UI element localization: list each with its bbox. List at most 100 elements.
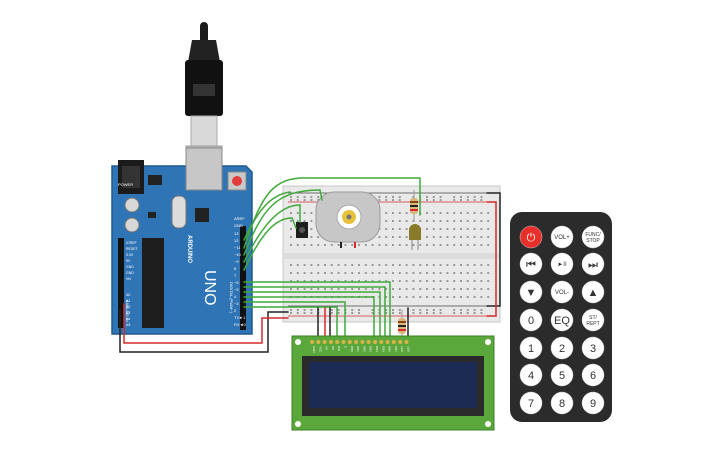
- remote-button-one[interactable]: 1: [519, 336, 543, 360]
- lcd-pin[interactable]: [404, 340, 409, 344]
- lcd-pin[interactable]: [347, 340, 352, 344]
- reset-button[interactable]: [232, 176, 242, 186]
- lcd-pin[interactable]: [391, 340, 396, 344]
- rail-hole: [419, 309, 422, 311]
- remote-button-seven[interactable]: 7: [519, 391, 543, 415]
- rail-hole: [310, 199, 313, 201]
- lcd-pin[interactable]: [398, 340, 403, 344]
- breadboard-hole: [405, 296, 408, 298]
- breadboard-hole: [473, 212, 476, 214]
- breadboard-hole: [317, 236, 320, 238]
- breadboard-hole: [290, 228, 292, 230]
- breadboard-hole: [385, 244, 388, 246]
- remote-button-func-stop[interactable]: FUNC/STOP: [581, 225, 605, 249]
- breadboard-hole: [426, 220, 428, 222]
- remote-button-vol-up[interactable]: VOL+: [550, 225, 574, 249]
- lcd-pin[interactable]: [341, 340, 346, 344]
- remote-button-nine[interactable]: 9: [581, 391, 605, 415]
- lcd-pin[interactable]: [316, 340, 321, 344]
- lcd-pin[interactable]: [328, 340, 333, 344]
- remote-button-zero[interactable]: 0: [519, 308, 543, 332]
- breadboard-hole: [337, 288, 340, 290]
- lcd-pin-label: DB5: [381, 346, 385, 352]
- breadboard-hole: [337, 264, 340, 266]
- rail-hole: [460, 196, 462, 198]
- breadboard-hole: [398, 220, 401, 222]
- lcd-pin[interactable]: [335, 340, 340, 344]
- remote-button-two[interactable]: 2: [550, 336, 574, 360]
- breadboard-hole: [426, 272, 428, 274]
- rail-hole: [337, 312, 340, 314]
- breadboard-hole: [296, 264, 299, 266]
- breadboard-hole: [371, 288, 374, 290]
- breadboard-hole: [405, 264, 408, 266]
- remote-button-eq[interactable]: EQ: [550, 308, 574, 332]
- lcd-pin-label: DB6: [388, 346, 392, 352]
- breadboard-hole: [480, 280, 483, 282]
- rail-hole: [460, 312, 462, 314]
- breadboard-hole: [432, 220, 435, 222]
- remote-button-down[interactable]: ▼: [519, 280, 543, 304]
- resistor-top[interactable]: [410, 190, 418, 222]
- breadboard-hole: [392, 212, 394, 214]
- breadboard-hole: [405, 220, 408, 222]
- breadboard-hole: [324, 272, 326, 274]
- arduino-uno-board[interactable]: UNO ARDUINO POWER ANALOG IN DIGITAL (PWM…: [111, 147, 253, 335]
- ir-receiver[interactable]: [296, 222, 308, 238]
- remote-button-power[interactable]: ⏻: [519, 225, 543, 249]
- breadboard-hole: [405, 244, 408, 246]
- breadboard-hole: [351, 244, 354, 246]
- remote-button-label: 7: [528, 398, 534, 410]
- rail-hole: [351, 312, 354, 314]
- lcd-pin[interactable]: [379, 340, 384, 344]
- breadboard-hole: [466, 236, 469, 238]
- breadboard-hole: [466, 264, 469, 266]
- ir-remote: ⏻ VOL+ FUNC/STOP ⏮ ►II ⏭ ▼ VOL- ▲ 0 EQ ST/REPT 1 2 3 4 5…: [510, 212, 612, 422]
- lcd-pin[interactable]: [385, 340, 390, 344]
- dc-motor[interactable]: [315, 191, 381, 248]
- breadboard-hole: [317, 264, 320, 266]
- breadboard-hole: [466, 220, 469, 222]
- remote-button-six[interactable]: 6: [581, 363, 605, 387]
- breadboard-hole: [378, 288, 381, 290]
- breadboard-hole: [419, 220, 422, 222]
- rail-hole: [378, 199, 381, 201]
- analog-pin-label: A2: [126, 305, 130, 309]
- lcd-pin[interactable]: [354, 340, 359, 344]
- remote-button-up[interactable]: ▲: [581, 280, 605, 304]
- led[interactable]: [409, 224, 421, 250]
- breadboard-hole: [466, 288, 469, 290]
- remote-button-vol-down[interactable]: VOL-: [550, 280, 574, 304]
- remote-button-next[interactable]: ⏭: [581, 252, 605, 276]
- remote-button-eight[interactable]: 8: [550, 391, 574, 415]
- breadboard-hole: [426, 244, 428, 246]
- lcd-pin[interactable]: [310, 340, 314, 344]
- breadboard-hole: [296, 288, 299, 290]
- remote-button-label: 5: [559, 370, 565, 382]
- lcd-pin-label: DB3: [369, 346, 373, 352]
- breadboard-hole: [337, 272, 340, 274]
- remote-button-three[interactable]: 3: [581, 336, 605, 360]
- breadboard-hole: [412, 272, 415, 274]
- breadboard-hole: [446, 220, 449, 222]
- lcd-pin[interactable]: [366, 340, 371, 344]
- breadboard-hole: [371, 264, 374, 266]
- breadboard-hole: [330, 244, 333, 246]
- remote-button-st-rept[interactable]: ST/REPT: [581, 308, 605, 332]
- lcd-pin-label: GND: [312, 346, 316, 354]
- remote-button-play-pause[interactable]: ►II: [550, 252, 574, 276]
- lcd-pin[interactable]: [373, 340, 377, 344]
- remote-button-label: ST/: [589, 315, 597, 321]
- remote-button-four[interactable]: 4: [519, 363, 543, 387]
- rail-hole: [473, 309, 476, 311]
- remote-button-label: 2: [559, 343, 565, 355]
- lcd-pin[interactable]: [360, 340, 365, 344]
- breadboard-hole: [330, 272, 333, 274]
- rail-hole: [453, 196, 456, 198]
- lcd-pin[interactable]: [322, 340, 327, 344]
- rail-hole: [426, 199, 428, 201]
- remote-button-prev[interactable]: ⏮: [519, 252, 543, 276]
- remote-button-five[interactable]: 5: [550, 363, 574, 387]
- rail-hole: [296, 312, 299, 314]
